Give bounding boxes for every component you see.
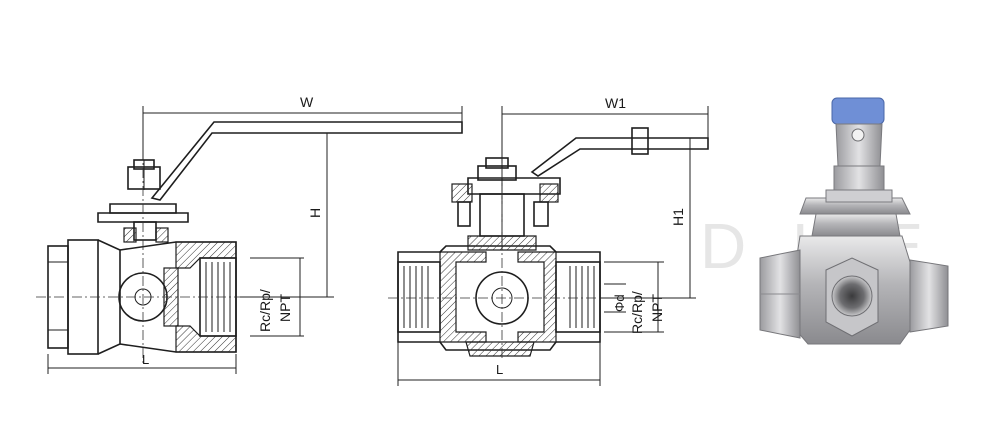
thread-spec-label-2-line2: NPT — [649, 294, 665, 322]
dimension-h1-label: H1 — [670, 208, 686, 226]
dimension-w1-label: W1 — [605, 95, 626, 111]
dimension-l-label: L — [142, 352, 149, 367]
valve-drawing-section-view: W1 H1 L Φd Rc/Rp/ NPT — [388, 95, 709, 386]
dimension-l-label-2: L — [496, 362, 503, 377]
thread-spec-label-line2: NPT — [277, 294, 293, 322]
valve-product-photo: D K E — [700, 97, 949, 345]
valve-drawing-side-view: W H L Rc/Rp/ NPT — [36, 94, 463, 374]
bore-diameter-label: Φd — [612, 294, 627, 312]
dimension-w-label: W — [300, 94, 314, 110]
dimension-h-label: H — [307, 208, 323, 218]
thread-spec-label-line1: Rc/Rp/ — [257, 289, 273, 332]
thread-spec-label-2-line1: Rc/Rp/ — [629, 291, 645, 334]
